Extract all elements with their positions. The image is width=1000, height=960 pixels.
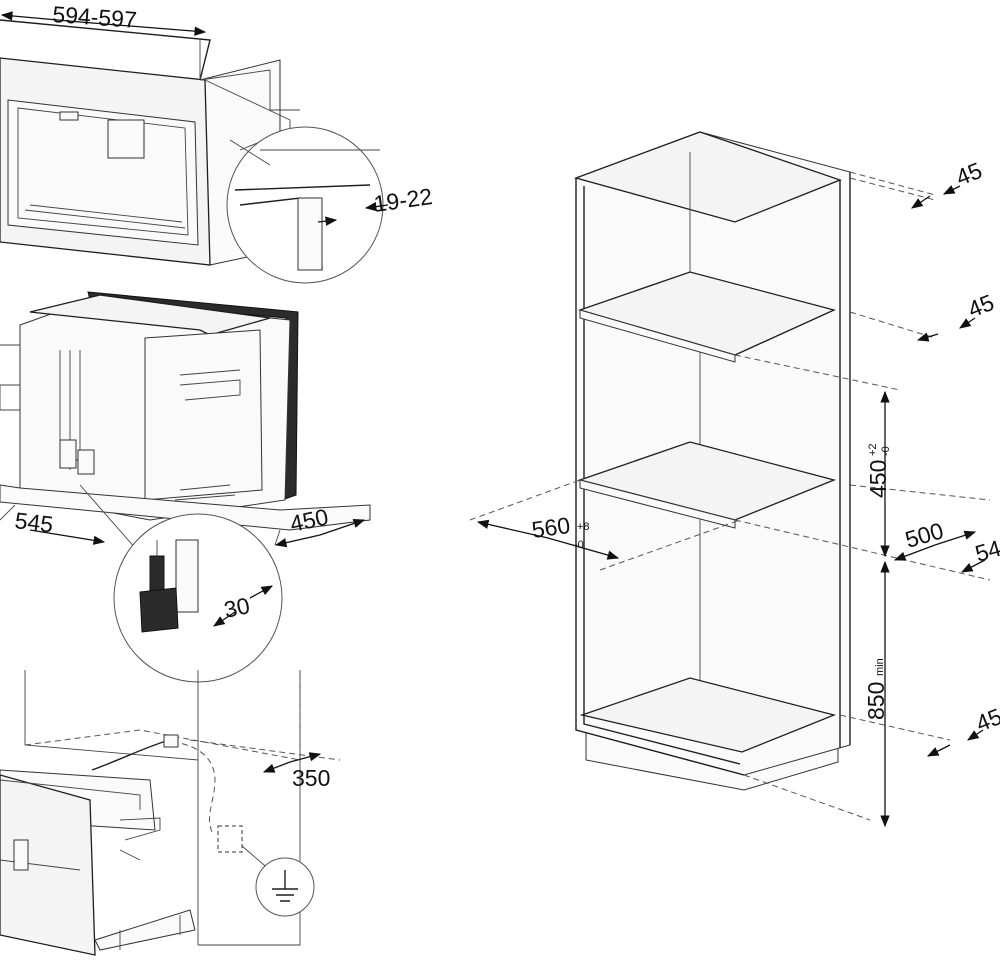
appliance-rear-view [0, 291, 371, 546]
tall-cabinet [469, 131, 991, 821]
appliance-front-view [0, 19, 300, 266]
vent-top-label: 45 [952, 157, 985, 191]
niche-width-tol-minus: -0 [574, 539, 584, 551]
vent-shelf-label: 45 [964, 289, 997, 323]
depth-front-label: 450 [288, 503, 331, 536]
plug-offset-label: 30 [222, 592, 252, 623]
cabinet-depth-dimension: 54 [960, 535, 1000, 573]
niche-width-tol-plus: +8 [577, 521, 590, 533]
width-range-dimension: 594-597 [0, 1, 207, 36]
plug-detail-circle [79, 484, 283, 683]
width-range-label: 594-597 [52, 1, 138, 33]
flush-gap-detail-circle [226, 126, 384, 284]
cable-length-label: 350 [292, 765, 330, 791]
vent-shelf-dimension: 45 [916, 289, 998, 342]
niche-height-tol-plus: +2 [867, 443, 879, 456]
vent-bottom-label: 45 [972, 703, 1000, 737]
base-height-suffix: min [874, 658, 886, 676]
base-height-dimension: 850 min [863, 560, 890, 828]
niche-height-label: 450 [865, 460, 891, 498]
niche-width-label: 560 [530, 512, 572, 543]
depth-label: 545 [13, 507, 54, 537]
vent-bottom-dimension: 45 [926, 703, 1000, 757]
cable-length-dimension: 350 [262, 752, 330, 791]
depth-dimension: 545 [13, 507, 106, 545]
installed-cabinet-view [0, 670, 341, 956]
ground-symbol-circle [255, 857, 315, 917]
niche-width-dimension: 560 +8 -0 [476, 512, 620, 560]
cabinet-depth-label: 54 [972, 535, 1000, 567]
niche-height-dimension: 450 +2 -0 [865, 390, 892, 558]
plug-offset-dimension: 30 [213, 585, 274, 627]
vent-top-dimension: 45 [911, 157, 986, 209]
niche-height-tol-minus: -0 [880, 446, 892, 456]
niche-depth-dimension: 500 [893, 517, 977, 561]
niche-depth-label: 500 [902, 517, 946, 553]
base-height-label: 850 [863, 682, 889, 720]
